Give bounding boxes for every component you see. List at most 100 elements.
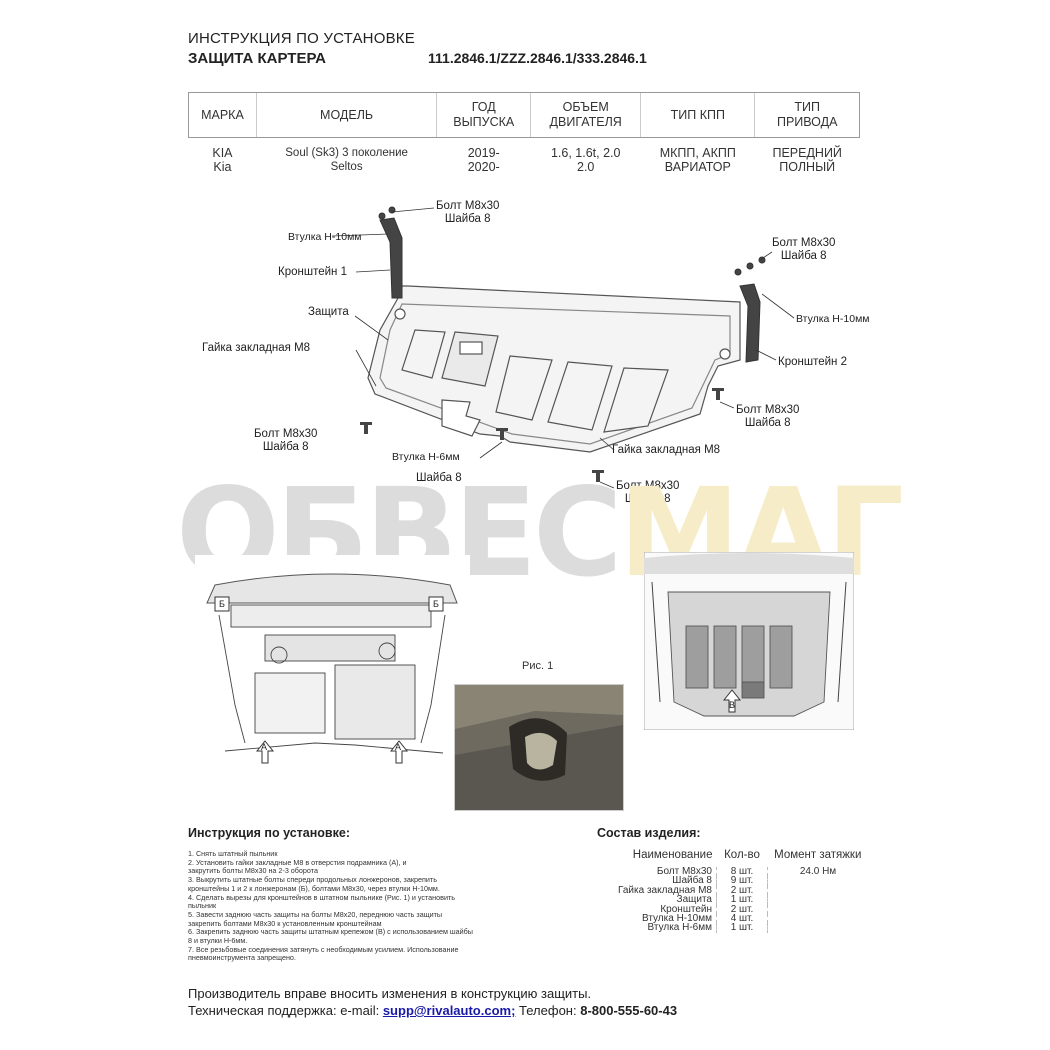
marker-b-left-text: Б: [219, 599, 225, 609]
instruction-line: кронштейны 1 и 2 к лонжеронам (Б), болта…: [188, 883, 440, 893]
installed-plate-figure: [644, 552, 854, 730]
skid-plate-drawing: [367, 285, 741, 453]
instructions-title: Инструкция по установке:: [188, 826, 350, 840]
support-email-link[interactable]: supp@rivalauto.com;: [382, 1003, 516, 1018]
spec-header-1: МОДЕЛЬ: [255, 92, 437, 138]
comp-item-qty: 1 шт.: [716, 894, 768, 905]
instruction-line: 1. Снять штатный пыльник: [188, 849, 278, 858]
support-label: Техническая поддержка: e-mail:: [188, 1003, 380, 1018]
comp-item-name: Втулка Н-6мм: [580, 923, 717, 933]
arrow-marker-b-right: [428, 596, 444, 612]
comp-item-qty: 1 шт.: [716, 923, 768, 933]
marker-a-right-text: А: [395, 742, 402, 752]
phone-label: Телефон:: [519, 1003, 577, 1018]
marker-v-text: В: [729, 700, 736, 710]
instruction-line: 2. Установить гайки закладные М8 в отвер…: [188, 857, 407, 867]
underbody-engine-figure: [195, 555, 470, 767]
instruction-line: закрутить болты М8х30 на 2-3 оборота: [188, 866, 318, 876]
composition-table: Наименование Кол-во Момент затяжки Болт …: [580, 845, 868, 933]
comp-item-torque: [768, 905, 869, 914]
bolt-parts: [360, 388, 724, 482]
comp-item-torque: [768, 876, 869, 885]
comp-item-torque: [768, 886, 869, 895]
marker-b-right-text: Б: [433, 599, 439, 609]
bracket-1-drawing: [378, 206, 403, 299]
comp-item-torque: 24.0 Нм: [799, 866, 837, 877]
spec-header-0: МАРКА: [188, 92, 257, 138]
instruction-line: 4. Сделать вырезы для кронштейнов в штат…: [188, 892, 456, 902]
comp-item-name: Шайба 8: [580, 876, 717, 886]
comp-item-name: Втулка Н-10мм: [580, 913, 717, 924]
instruction-line: 7. Все резьбовые соединения затянуть с н…: [188, 944, 459, 954]
instruction-line: пневмоинструмента запрещено.: [188, 953, 296, 963]
spec-cell-2: 2019-2020-: [467, 146, 500, 174]
footer-disclaimer: Производитель вправе вносить изменения в…: [188, 986, 592, 1001]
comp-header-name: Наименование: [632, 849, 713, 862]
marker-a-left-text: А: [261, 742, 268, 752]
comp-item-qty: 9 шт.: [716, 876, 768, 886]
comp-item-torque: [768, 895, 869, 904]
document-subtitle: ЗАЩИТА КАРТЕРА: [188, 50, 326, 67]
comp-item-qty: 2 шт.: [716, 904, 768, 914]
comp-item-torque: [768, 914, 869, 923]
comp-item-name: Гайка закладная М8: [580, 885, 717, 896]
support-phone: 8-800-555-60-43: [580, 1003, 678, 1018]
comp-header-qty: Кол-во: [724, 849, 760, 862]
leader-lines: [331, 207, 795, 489]
instruction-line: 5. Завести заднюю часть защиты на болты …: [188, 909, 443, 919]
comp-header-torque: Момент затяжки: [774, 849, 862, 862]
label-bracket-1: Кронштейн 1: [278, 266, 347, 278]
comp-item-qty: 8 шт.: [716, 866, 768, 877]
comp-item-name: Кронштейн: [580, 904, 717, 914]
spec-header-4: ТИП КПП: [640, 92, 755, 138]
article-codes: 111.2846.1/ZZZ.2846.1/333.2846.1: [428, 50, 647, 66]
document-title: ИНСТРУКЦИЯ ПО УСТАНОВКЕ: [188, 30, 415, 47]
comp-item-name: Болт М8х30: [580, 866, 717, 877]
assembly-diagram: [331, 206, 795, 489]
instruction-line: 3. Выкрутить штатные болты спереди продо…: [188, 875, 437, 885]
arrow-marker-a-right: [389, 740, 409, 764]
instruction-line: пыльник: [188, 901, 217, 911]
label-bushing-right: Втулка Н-10мм: [796, 313, 870, 325]
instruction-line: закрепить болтами М8х30 к установленным …: [188, 918, 382, 928]
fig1-photo: [454, 684, 624, 811]
label-washer-bottom: Шайба 8: [416, 472, 462, 484]
label-bushing-top-left: Втулка Н-10мм: [288, 231, 362, 243]
arrow-marker-a-left: [255, 740, 275, 764]
instruction-line: 6. Закрепить заднюю часть защиты штатным…: [188, 927, 473, 937]
composition-title: Состав изделия:: [597, 826, 701, 840]
comp-item-name: Защита: [580, 894, 717, 905]
label-protection: Защита: [308, 306, 349, 318]
comp-item-qty: 2 шт.: [716, 885, 768, 896]
comp-item-qty: 4 шт.: [716, 913, 768, 924]
figure-caption: Рис. 1: [522, 660, 554, 672]
comp-item-torque: [768, 923, 869, 932]
label-nut-bottom: Гайка закладная М8: [612, 444, 721, 456]
arrow-marker-b-left: [214, 596, 230, 612]
instruction-line: 8 и втулки Н-6мм.: [188, 936, 248, 946]
bracket-2-drawing: [734, 256, 766, 363]
label-nut-left: Гайка закладная М8: [202, 342, 311, 354]
